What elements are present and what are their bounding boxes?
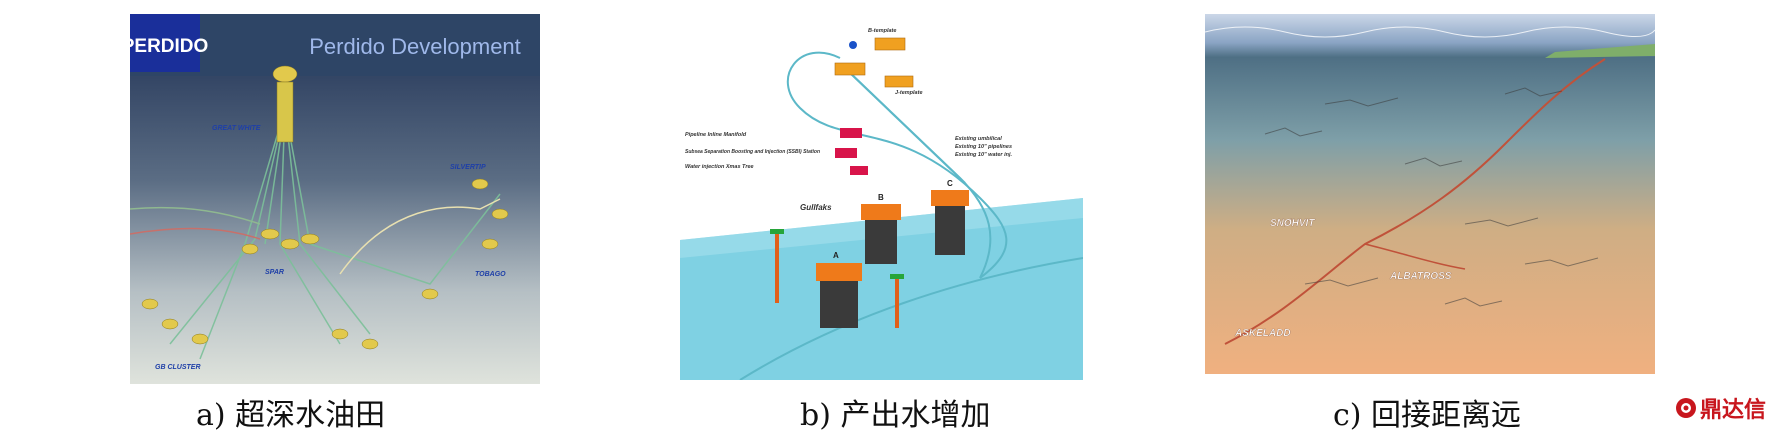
label-tobago: TOBAGO (475, 271, 506, 278)
label-j-template: J-template (895, 90, 923, 96)
label-platform-a: A (833, 251, 839, 260)
label-existing-pipelines: Existing 10" pipelines (955, 144, 1012, 150)
gullfaks-illustration: B-template J-template Existing umbilical… (680, 18, 1083, 380)
figure-panel-b: B-template J-template Existing umbilical… (680, 18, 1083, 380)
figure-panel-c: SNØHVIT ALBATROSS ASKELADD (1205, 14, 1655, 374)
label-existing-water-inj: Existing 10" water inj. (955, 152, 1012, 158)
label-water-injection-xmas-tree: Water injection Xmas Tree (685, 164, 754, 170)
perdido-illustration: PERDIDO Perdido Development (130, 14, 540, 384)
watermark-logo-icon (1676, 398, 1696, 418)
figure-panel-a: PERDIDO Perdido Development (130, 14, 540, 384)
label-existing-umbilical: Existing umbilical (955, 136, 1002, 142)
label-pipeline-inline-manifold: Pipeline Inline Manifold (685, 132, 747, 138)
label-platform-c: C (947, 179, 953, 188)
label-gullfaks: Gullfaks (800, 203, 832, 212)
perdido-title: Perdido Development (309, 34, 521, 59)
label-great-white: GREAT WHITE (212, 125, 261, 132)
label-albatross: ALBATROSS (1389, 271, 1452, 282)
label-b-template: B-template (868, 28, 896, 34)
perdido-logo: PERDIDO (130, 36, 208, 57)
label-askeladd: ASKELADD (1234, 328, 1291, 339)
label-spar: SPAR (265, 269, 284, 276)
snohvit-illustration: SNØHVIT ALBATROSS ASKELADD (1205, 14, 1655, 374)
watermark-text: 鼎达信 (1700, 398, 1767, 423)
label-snohvit: SNØHVIT (1270, 218, 1315, 229)
label-ssbi-station: Subsea Separation Boosting and Injection… (685, 149, 820, 155)
label-platform-b: B (878, 193, 884, 202)
caption-panel-c: c) 回接距离远 (1333, 398, 1522, 433)
caption-panel-a: a) 超深水油田 (196, 398, 386, 433)
label-gb-cluster: GB CLUSTER (155, 364, 201, 371)
caption-panel-b: b) 产出水增加 (800, 398, 991, 433)
label-silvertip: SILVERTIP (450, 164, 486, 171)
watermark: 鼎达信 (1675, 392, 1766, 424)
